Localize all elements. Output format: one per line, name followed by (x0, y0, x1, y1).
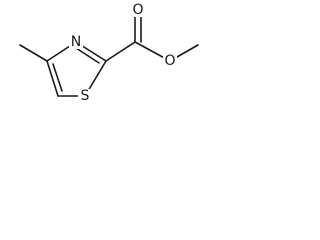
bond-c4-c5-inner (52, 63, 63, 92)
bond-c2-carbonyl (105, 41, 136, 62)
bond-c2-n-inner (75, 47, 100, 64)
bond-methyl-c4 (19, 44, 48, 62)
atom-o-ester: O (163, 53, 177, 69)
molecule-structure: N S O O (19, 2, 199, 104)
atom-o-ester-label: O (164, 53, 175, 69)
bond-c4-c5 (46, 60, 59, 97)
atom-n: N (69, 34, 83, 50)
atom-o-carbonyl: O (131, 2, 145, 18)
atom-n-label: N (71, 34, 81, 50)
atom-s-label: S (81, 88, 90, 104)
atom-s: S (78, 88, 92, 104)
atom-o-carbonyl-label: O (132, 2, 143, 18)
